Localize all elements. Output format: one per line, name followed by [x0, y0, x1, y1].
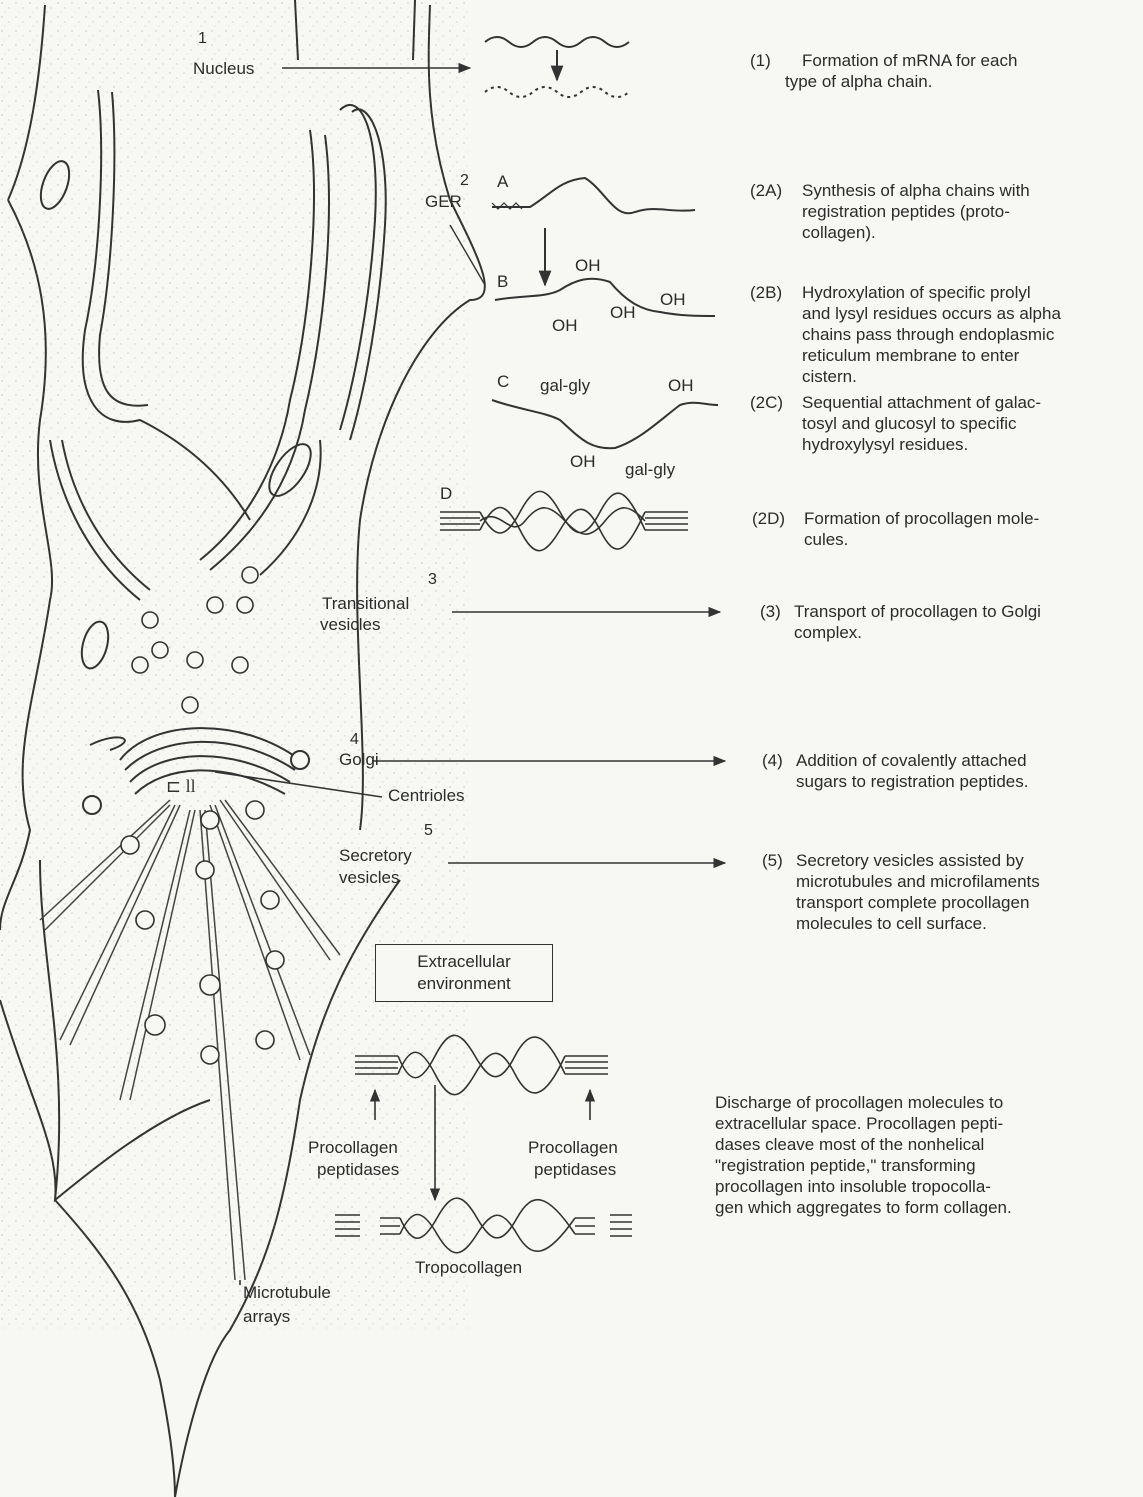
oh-label-c1: OH [668, 376, 694, 396]
procollagen-peptidases-left-1: Procollagen [308, 1138, 398, 1158]
step-5-description: (5)Secretory vesicles assisted by microt… [762, 850, 1040, 934]
arrays-label: arrays [243, 1307, 290, 1327]
discharge-description: Discharge of procollagen molecules to ex… [715, 1092, 1012, 1218]
step-2-number: 2 [460, 172, 469, 190]
step-code: (2C) [750, 392, 802, 413]
step-text-rest: type of alpha chain. [750, 71, 1017, 92]
gal-gly-label-c2: gal-gly [625, 460, 675, 480]
step-text-rest: complex. [760, 622, 1041, 643]
procollagen-peptidases-right-1: Procollagen [528, 1138, 618, 1158]
step-text: Transport of procollagen to Golgi [794, 602, 1041, 621]
step-text-rest: tosyl and glucosyl to specific hydroxyly… [750, 413, 1041, 455]
step-code: (1) [750, 50, 802, 71]
substep-a-label: A [497, 172, 508, 192]
gal-gly-label-c1: gal-gly [540, 376, 590, 396]
substep-b-label: B [497, 272, 508, 292]
step-2c-description: (2C)Sequential attachment of galac- tosy… [750, 392, 1041, 455]
step-2d-description: (2D)Formation of procollagen mole- cules… [752, 508, 1039, 550]
step-text: Synthesis of alpha chains with [802, 181, 1030, 200]
oh-label-b3: OH [610, 303, 636, 323]
step-text-rest: and lysyl residues occurs as alpha chain… [750, 303, 1061, 387]
transitional-vesicles-label: vesicles [320, 615, 380, 635]
secretory-label: Secretory [339, 846, 412, 866]
extracellular-line-1: Extracellular [380, 951, 548, 973]
step-code: (4) [762, 750, 796, 771]
step-text-rest: registration peptides (proto- collagen). [750, 201, 1030, 243]
step-text: Hydroxylation of specific prolyl [802, 283, 1031, 302]
oh-label-b1: OH [575, 256, 601, 276]
step-text: Addition of covalently attached [796, 751, 1027, 770]
microtubule-label: Microtubule [243, 1283, 331, 1303]
centrioles-label: Centrioles [388, 786, 465, 806]
golgi-label: Golgi [339, 750, 379, 770]
step-code: (2A) [750, 180, 802, 201]
extracellular-line-2: environment [380, 973, 548, 995]
step-4-number: 4 [350, 731, 359, 749]
step-1-description: (1)Formation of mRNA for each type of al… [750, 50, 1017, 92]
step-text: Formation of procollagen mole- [804, 509, 1039, 528]
step-code: (2B) [750, 282, 802, 303]
procollagen-helix-2d [440, 491, 688, 550]
step-text: Sequential attachment of galac- [802, 393, 1041, 412]
secretory-vesicles-label: vesicles [339, 868, 399, 888]
step-3-description: (3)Transport of procollagen to Golgi com… [760, 601, 1041, 643]
step-code: (5) [762, 850, 796, 871]
step-code: (2D) [752, 508, 804, 529]
step-text-rest: microtubules and microfilaments transpor… [762, 871, 1040, 934]
oh-label-c2: OH [570, 452, 596, 472]
transitional-label: Transitional [322, 594, 409, 614]
step-4-description: (4)Addition of covalently attached sugar… [762, 750, 1028, 792]
step-2a-description: (2A)Synthesis of alpha chains with regis… [750, 180, 1030, 243]
step-3-number: 3 [428, 571, 437, 589]
glycosylated-chain-2c [492, 400, 718, 448]
oh-label-b4: OH [660, 290, 686, 310]
substep-d-label: D [440, 484, 452, 504]
procollagen-peptidases-left-2: peptidases [317, 1160, 399, 1180]
oh-label-b2: OH [552, 316, 578, 336]
step-5-number: 5 [424, 822, 433, 840]
procollagen-peptidases-right-2: peptidases [534, 1160, 616, 1180]
tropocollagen-label: Tropocollagen [415, 1258, 522, 1278]
step-text: Secretory vesicles assisted by [796, 851, 1024, 870]
step-text: Formation of mRNA for each [802, 51, 1017, 70]
ger-label: GER [425, 192, 462, 212]
step-text-rest: cules. [752, 529, 1039, 550]
step-text-rest: sugars to registration peptides. [762, 771, 1028, 792]
extracellular-box: Extracellular environment [375, 944, 553, 1002]
step-1-number: 1 [198, 30, 207, 48]
step-2b-description: (2B)Hydroxylation of specific prolyl and… [750, 282, 1061, 387]
step-code: (3) [760, 601, 794, 622]
centriole-glyph: ⊏ ll [166, 776, 196, 796]
nucleus-label: Nucleus [193, 59, 254, 79]
mrna-strands [485, 37, 629, 97]
substep-c-label: C [497, 372, 509, 392]
